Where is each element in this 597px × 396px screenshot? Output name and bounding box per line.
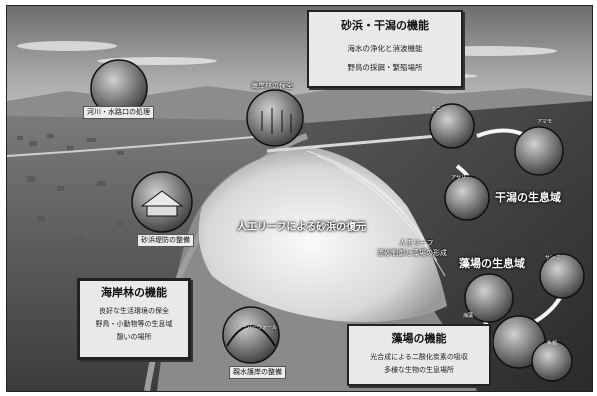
tag-g: オーバーウォール (237, 325, 277, 331)
coastal-forest-line-3: 憩いの場所 (116, 333, 152, 341)
coastal-forest-function-box: 海岸林の機能 良好な生活環境の保全 野鳥・小動物等の生息域 憩いの場所 (77, 278, 191, 360)
seaweed-line-1: 光合成による二酸化炭素の吸収 (370, 353, 468, 361)
sand-tidal-function-box: 砂浜・干潟の機能 海水の浄化と消波機能 野鳥の採餌・繁殖場所 (307, 10, 463, 88)
label-river-estuary: 河川・水路口の処理 (83, 106, 154, 119)
tag-f: 魚類 (547, 341, 558, 347)
label-coastal-forest-conservation: 海岸林の保全 (251, 82, 293, 90)
coastal-forest-line-1: 良好な生活環境の保全 (99, 307, 169, 315)
tag-d: サンゴ (545, 255, 561, 261)
tag-c: アサリ (451, 175, 467, 181)
seaweed-function-title: 藻場の機能 (391, 332, 447, 345)
coastal-forest-line-2: 野鳥・小動物等の生息域 (95, 320, 173, 328)
label-reef-note-2: 漂砂制御と藻場の形成 (377, 249, 447, 257)
tag-e: 海藻 (463, 313, 474, 319)
label-reef-note-1: 人工リーフ (399, 239, 434, 247)
label-revetment: 親水護岸の整備 (229, 366, 286, 379)
label-tidal-habitat: 干潟の生息域 (495, 191, 561, 204)
tag-a: アマモ (537, 119, 553, 125)
label-seaweed-habitat: 藻場の生息域 (459, 257, 525, 270)
coastal-forest-function-title: 海岸林の機能 (101, 286, 167, 299)
sand-tidal-function-title: 砂浜・干潟の機能 (341, 19, 429, 32)
seaweed-line-2: 多様な生物の生息場所 (384, 366, 454, 374)
sand-tidal-line-1: 海水の浄化と消波機能 (347, 44, 423, 53)
illustration-frame: 砂浜・干潟の機能 海水の浄化と消波機能 野鳥の採餌・繁殖場所 海岸林の機能 良好… (6, 5, 593, 392)
label-sand-dune: 砂浜堤防の整備 (137, 234, 194, 247)
label-artificial-reef: 人工リーフによる砂浜の復元 (237, 222, 367, 233)
seaweed-function-box: 藻場の機能 光合成による二酸化炭素の吸収 多様な生物の生息場所 (347, 324, 491, 386)
sand-tidal-line-2: 野鳥の採餌・繁殖場所 (347, 63, 423, 72)
tag-b: カニ (431, 107, 442, 113)
